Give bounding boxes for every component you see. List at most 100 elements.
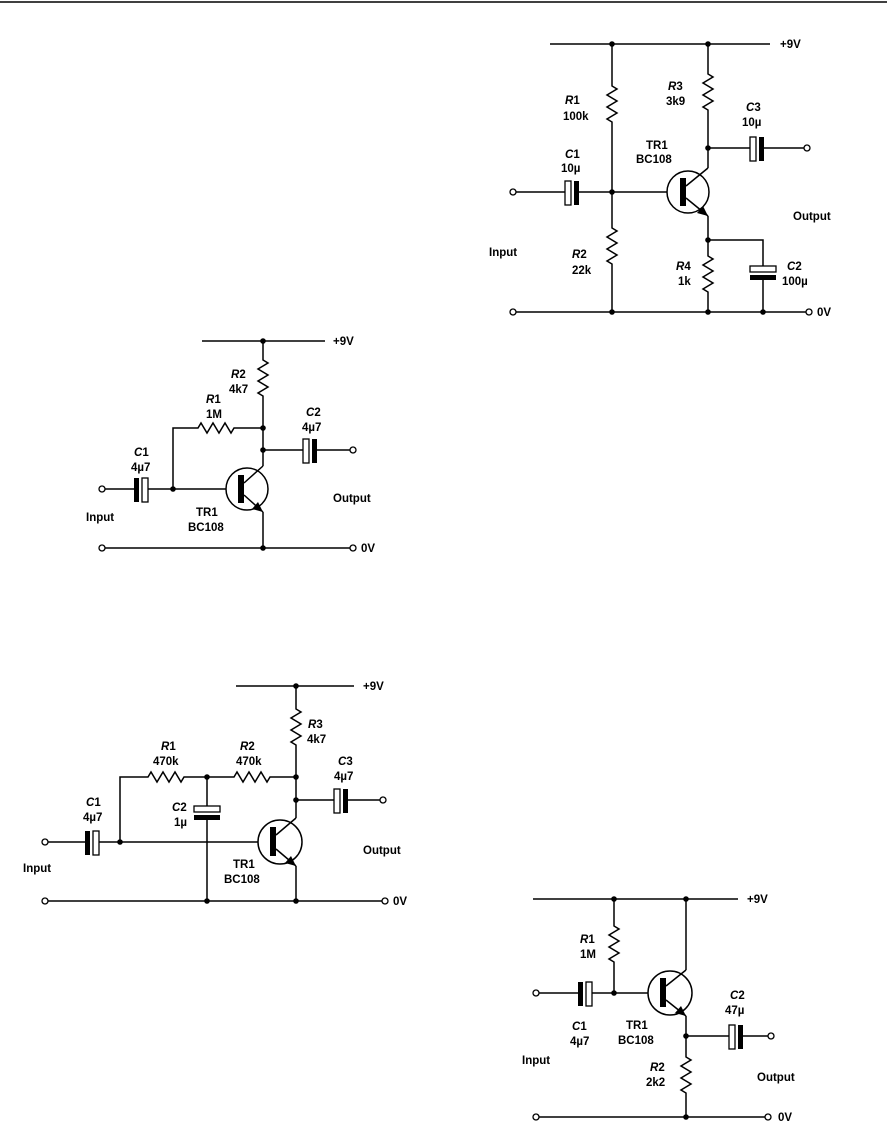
resistor-r2 bbox=[256, 341, 270, 428]
c2-value: 47µ bbox=[725, 1005, 744, 1017]
capacitor-c1-plate-solid bbox=[134, 478, 139, 502]
resistor-r2 bbox=[207, 770, 296, 784]
r2-label: R2 bbox=[231, 369, 246, 381]
c1-value: 4µ7 bbox=[570, 1036, 589, 1048]
tr1-label: TR1 bbox=[646, 140, 668, 152]
capacitor-c2-plate-solid bbox=[750, 275, 776, 280]
output-terminal bbox=[349, 446, 357, 454]
input-terminal bbox=[41, 838, 49, 846]
r2-label: R2 bbox=[240, 741, 255, 753]
r2-label: R2 bbox=[572, 249, 587, 261]
resistor-r1 bbox=[605, 44, 619, 192]
resistor-r1 bbox=[172, 421, 263, 489]
c2-value: 4µ7 bbox=[302, 422, 321, 434]
resistor-r4 bbox=[701, 240, 715, 312]
resistor-r2 bbox=[605, 192, 619, 312]
resistor-r3 bbox=[701, 44, 715, 168]
capacitor-c2-plate-solid bbox=[312, 439, 317, 463]
capacitor-c1-plate-solid bbox=[85, 831, 90, 855]
output-ground-terminal bbox=[805, 308, 813, 316]
input-ground-terminal bbox=[41, 897, 49, 905]
capacitor-c1-plate-solid bbox=[574, 181, 579, 205]
c1-label: C1 bbox=[86, 797, 101, 809]
supply-label: +9V bbox=[747, 894, 768, 906]
c3-label: C3 bbox=[746, 102, 761, 114]
capacitor-c2-plate-open bbox=[749, 265, 777, 273]
c2-label: C2 bbox=[787, 261, 802, 273]
input-label: Input bbox=[522, 1055, 550, 1067]
r1-value: 1M bbox=[206, 409, 222, 421]
ground-label: 0V bbox=[778, 1112, 792, 1122]
input-ground-terminal bbox=[509, 308, 517, 316]
capacitor-c3-plate-open bbox=[749, 136, 757, 162]
capacitor-c1-plate-open bbox=[585, 981, 593, 1007]
capacitor-c3-plate-open bbox=[333, 788, 341, 814]
capacitor-c1-plate-open bbox=[92, 830, 100, 856]
c2-label: C2 bbox=[306, 407, 321, 419]
output-label: Output bbox=[333, 493, 371, 505]
transistor-tr1 bbox=[225, 465, 269, 513]
resistor-r1 bbox=[119, 770, 207, 842]
resistor-r2 bbox=[679, 1036, 693, 1117]
input-ground-terminal bbox=[98, 544, 106, 552]
c2-label: C2 bbox=[172, 802, 187, 814]
transistor-tr1 bbox=[257, 817, 303, 867]
capacitor-c3-plate-solid bbox=[759, 137, 764, 161]
output-ground-terminal bbox=[764, 1113, 772, 1121]
tr1-type: BC108 bbox=[224, 874, 260, 886]
r3-value: 3k9 bbox=[666, 96, 685, 108]
output-ground-terminal bbox=[349, 544, 357, 552]
output-terminal bbox=[379, 796, 387, 804]
r3-label: R3 bbox=[308, 719, 323, 731]
output-label: Output bbox=[757, 1072, 795, 1084]
r2-label: R2 bbox=[650, 1062, 665, 1074]
capacitor-c2-plate-open bbox=[193, 805, 221, 813]
tr1-label: TR1 bbox=[626, 1020, 648, 1032]
tr1-label: TR1 bbox=[196, 507, 218, 519]
resistor-r1 bbox=[607, 899, 621, 993]
c2-label: C2 bbox=[730, 990, 745, 1002]
transistor-tr1 bbox=[666, 167, 710, 217]
r2-value: 470k bbox=[236, 756, 262, 768]
r1-label: R1 bbox=[565, 95, 580, 107]
input-label: Input bbox=[86, 512, 114, 524]
transistor-tr1 bbox=[647, 969, 693, 1017]
input-terminal bbox=[532, 989, 540, 997]
supply-label: +9V bbox=[363, 681, 384, 693]
r3-value: 4k7 bbox=[307, 734, 326, 746]
c1-label: C1 bbox=[565, 149, 580, 161]
c1-value: 4µ7 bbox=[83, 812, 102, 824]
capacitor-c2-plate-open bbox=[728, 1024, 736, 1050]
output-terminal bbox=[803, 144, 811, 152]
supply-label: +9V bbox=[780, 39, 801, 51]
r1-label: R1 bbox=[580, 934, 595, 946]
resistor-r3 bbox=[289, 686, 303, 800]
ground-label: 0V bbox=[817, 307, 831, 319]
circuit-b: +9V 0V R2 4k7 R1 1M C1 4µ7 Input bbox=[86, 336, 375, 555]
tr1-type: BC108 bbox=[618, 1035, 654, 1047]
c2-value: 1µ bbox=[174, 817, 187, 829]
tr1-label: TR1 bbox=[233, 859, 255, 871]
c3-label: C3 bbox=[338, 756, 353, 768]
input-label: Input bbox=[23, 863, 51, 875]
r1-label: R1 bbox=[206, 394, 221, 406]
c3-value: 4µ7 bbox=[334, 771, 353, 783]
c1-label: C1 bbox=[134, 447, 149, 459]
capacitor-c1-plate-solid bbox=[578, 982, 583, 1006]
capacitor-c2-plate-solid bbox=[194, 815, 220, 820]
r1-value: 470k bbox=[153, 756, 179, 768]
circuit-c: +9V 0V R3 4k7 R1 470k R2 470k C2 1µ bbox=[23, 681, 407, 908]
input-terminal bbox=[509, 188, 517, 196]
c2-value: 100µ bbox=[782, 276, 808, 288]
input-ground-terminal bbox=[532, 1113, 540, 1121]
output-ground-terminal bbox=[381, 897, 389, 905]
capacitor-c1-plate-open bbox=[141, 477, 149, 503]
output-terminal bbox=[767, 1032, 775, 1040]
ground-label: 0V bbox=[393, 896, 407, 908]
r1-label: R1 bbox=[161, 741, 176, 753]
capacitor-c1-plate-open bbox=[564, 180, 572, 206]
supply-label: +9V bbox=[333, 336, 354, 348]
output-label: Output bbox=[363, 845, 401, 857]
tr1-type: BC108 bbox=[636, 154, 672, 166]
